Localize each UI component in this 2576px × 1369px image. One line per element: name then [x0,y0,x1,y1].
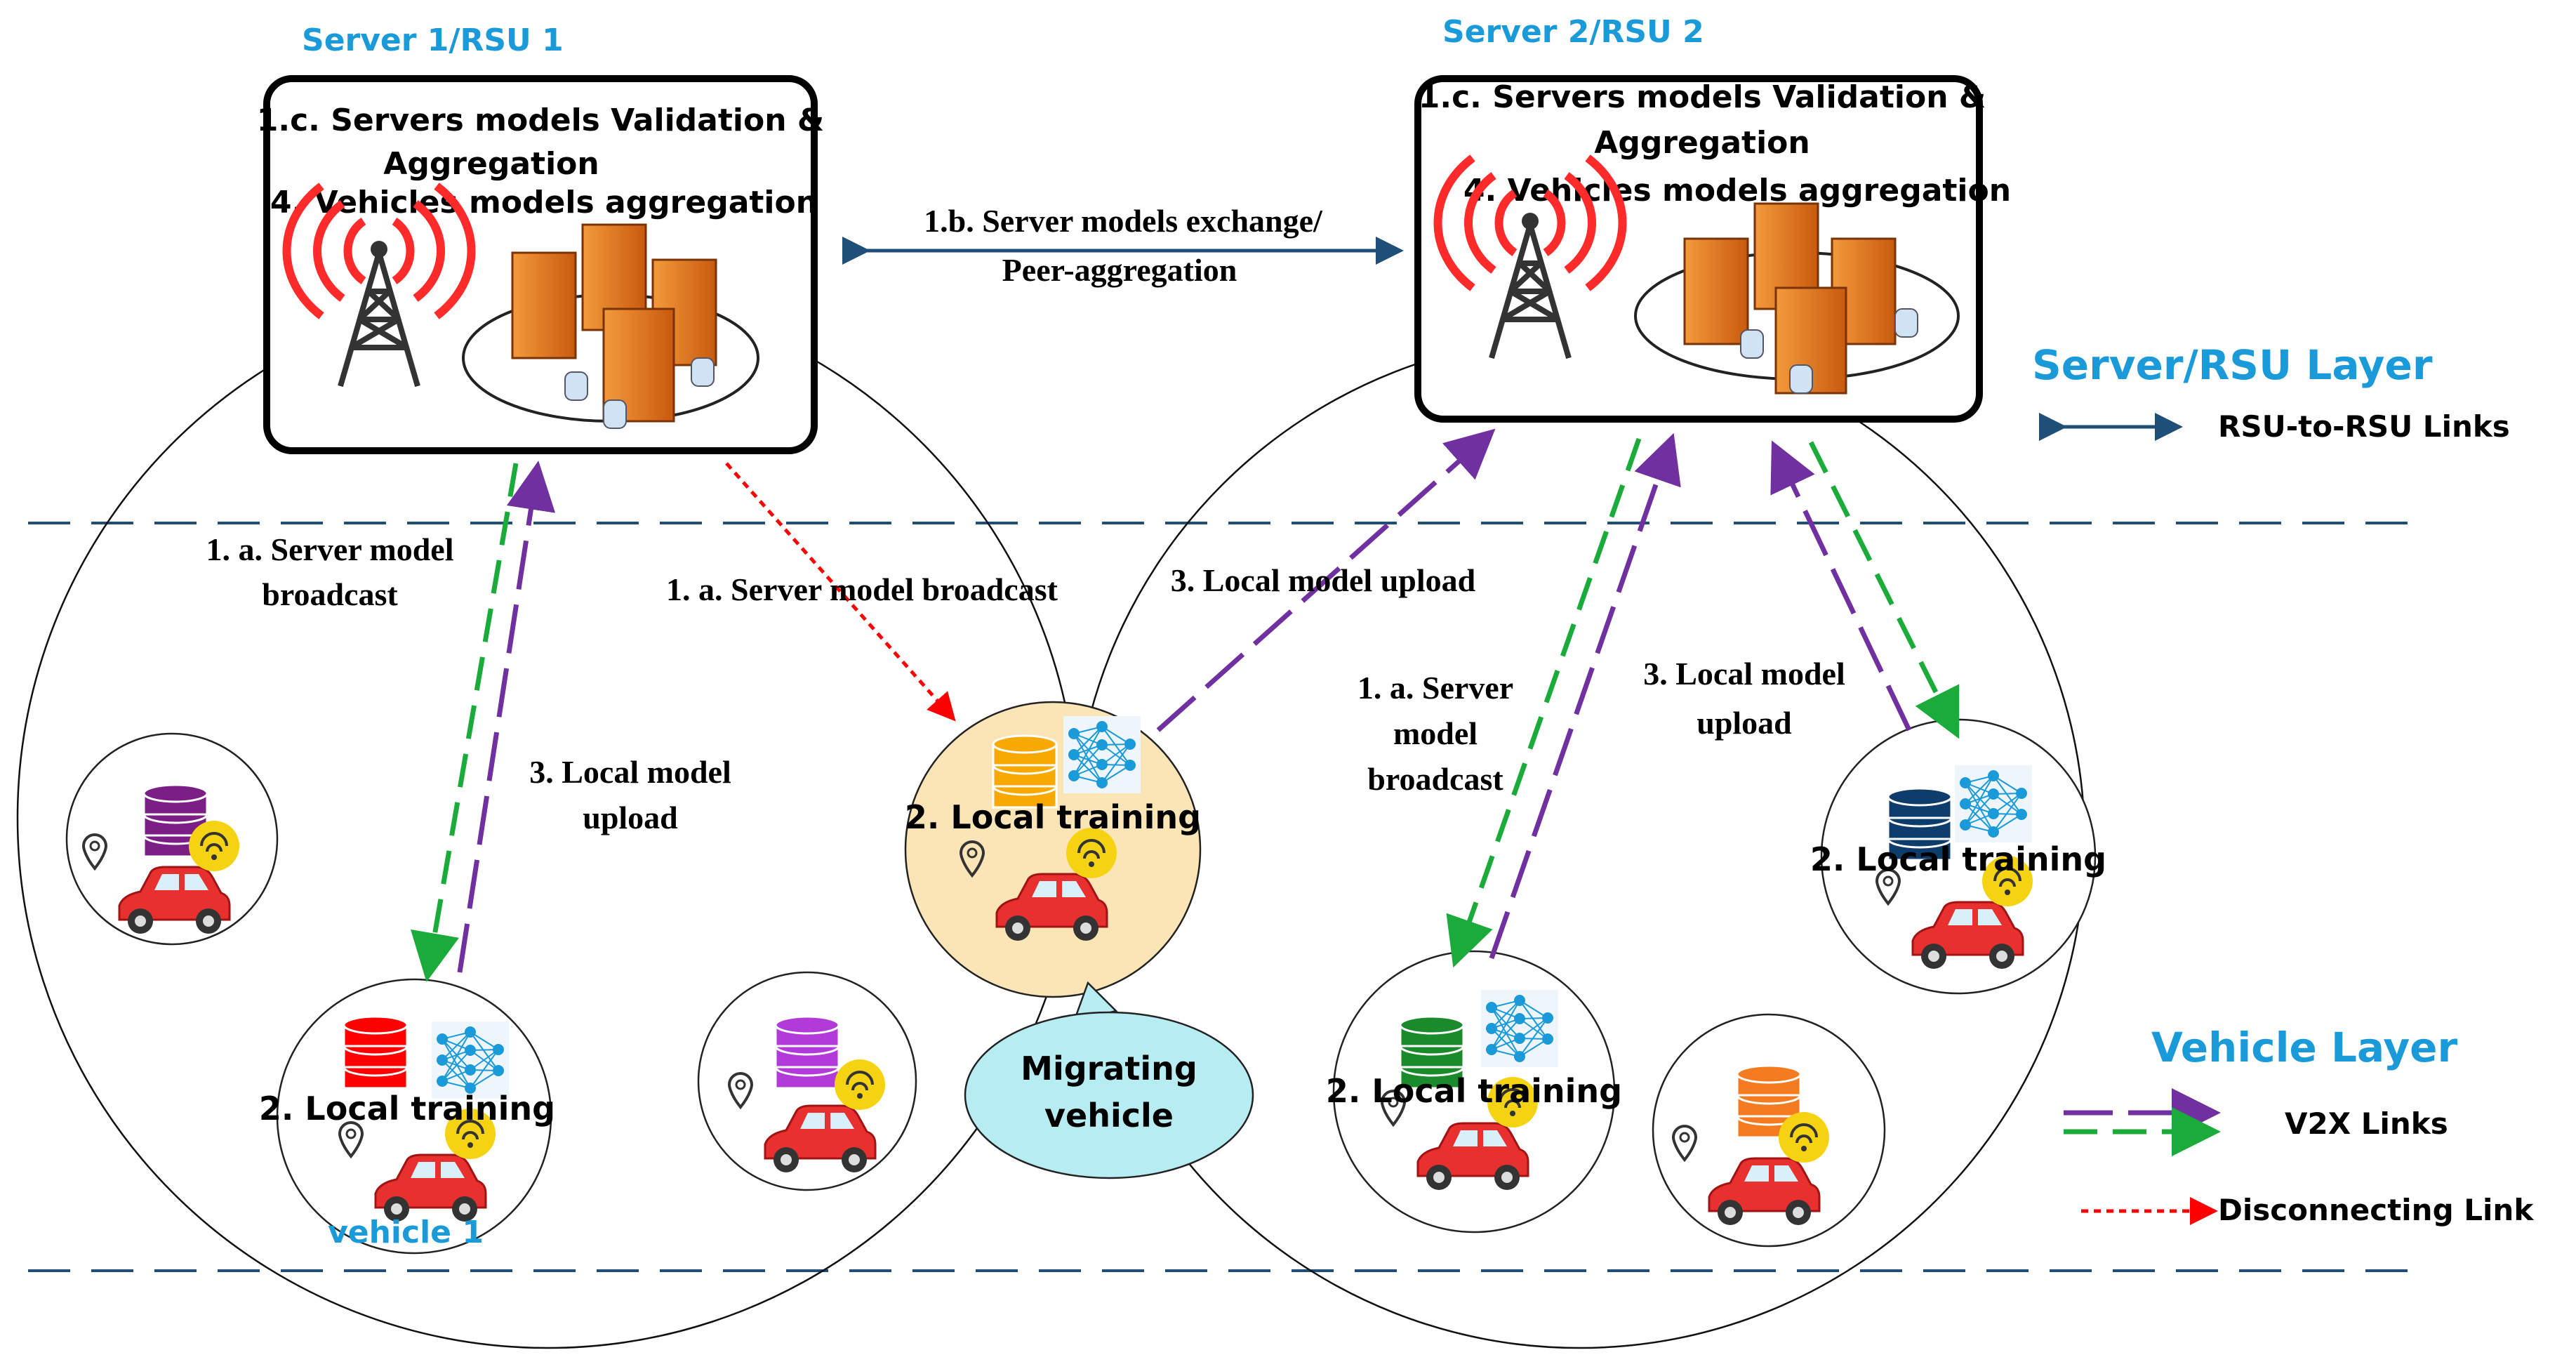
database-icon [774,1015,840,1090]
wifi-badge-icon [1487,1077,1538,1127]
broadcast-arrow-navy [1808,441,1960,739]
local-training-label-migrating: 2. Local training [905,798,1201,836]
server1-line2: Aggregation [383,146,599,182]
broadcast-arrow-vehicle1 [411,463,519,982]
upload-arrow-green [1489,432,1681,960]
car-icon [1671,1112,1829,1225]
car-icon [81,821,239,934]
server2-line1: 1.c. Servers models Validation & [1419,79,1986,115]
server1-title: Server 1/RSU 1 [302,22,564,58]
broadcast-right-line2: model [1393,715,1478,751]
neural-network-layer [432,716,2032,1099]
vehicle-layer-heading: Vehicle Layer [2151,1024,2457,1071]
wifi-badge-icon [445,1109,496,1159]
location-pin-icon [1671,1125,1698,1163]
broadcast-arrow-green [1446,437,1642,968]
database-icon [1399,1015,1465,1090]
upload-mid-label: 3. Local model upload [1171,562,1476,598]
broadcast-right-line1: 1. a. Server [1357,670,1513,706]
upload-left-line2: upload [583,800,678,835]
wifi-badge-icon [835,1059,885,1110]
neural-network-icon [1481,990,1558,1067]
database-icon [1736,1064,1802,1139]
upload-arrow-vehicle1 [457,461,556,973]
database-icon [992,734,1058,809]
wifi-badge-icon [1779,1112,1829,1163]
server2-title: Server 2/RSU 2 [1442,14,1704,50]
server2-line3: 4. Vehicles models aggregation [1463,173,2011,209]
car-icon [959,828,1117,941]
upload-right-line2: upload [1697,705,1792,741]
car-icon [727,1059,885,1172]
local-training-label-navy: 2. Local training [1810,840,2106,878]
location-pin-icon [338,1121,364,1159]
migrating-label-line1: Migrating [1021,1050,1197,1087]
location-pin-icon [727,1072,754,1110]
radio-tower-icon [1433,154,1627,359]
upload-arrow-migrating [1156,428,1496,732]
location-pin-icon [959,840,985,878]
broadcast-mid-label: 1. a. Server model broadcast [666,571,1058,607]
broadcast-left-line2: broadcast [262,576,398,612]
car-icon [1875,856,2033,969]
location-pin-icon [1875,868,1901,906]
local-training-label-vehicle1: 2. Local training [259,1090,555,1127]
legend-rsu-link-label: RSU-to-RSU Links [2218,409,2510,444]
location-pin-icon [81,833,108,871]
upload-right-line1: 3. Local model [1643,656,1845,692]
server-cluster-icon [1634,202,1960,395]
wifi-badge-icon [1066,828,1117,878]
migrating-vehicle-bubble [964,1011,1254,1179]
wifi-badge-icon [189,821,239,871]
legend-disconnect-label: Disconnecting Link [2218,1193,2534,1227]
database-icon [1887,787,1953,861]
wifi-badge-icon [1982,856,2033,906]
car-layer [81,821,2033,1225]
radio-tower-icon [282,183,476,388]
legend-v2x-label: V2X Links [2285,1106,2448,1141]
server1-line3: 4. Vehicles models aggregation [270,185,818,220]
car-icon [338,1109,496,1222]
local-training-label-green: 2. Local training [1326,1072,1622,1110]
server-cluster-icon [462,223,759,429]
exchange-label-line2: Peer-aggregation [1002,252,1237,288]
server-layer-heading: Server/RSU Layer [2032,341,2433,389]
car-icon [1380,1077,1538,1190]
neural-network-icon [432,1021,509,1099]
neural-network-icon [1063,716,1141,793]
database-icon [343,1015,409,1090]
upload-left-line1: 3. Local model [529,754,731,790]
broadcast-right-line3: broadcast [1367,761,1503,797]
database-layer [142,734,1953,1139]
vehicle1-label: vehicle 1 [328,1215,484,1250]
server1-line1: 1.c. Servers models Validation & [257,102,824,138]
upload-arrow-navy [1770,440,1912,732]
broadcast-left-line1: 1. a. Server model [206,531,453,567]
migrating-label-line2: vehicle [1044,1097,1174,1135]
neural-network-icon [1955,765,2032,842]
disconnecting-link-arrow [725,462,956,722]
location-pin-icon [1380,1090,1407,1127]
exchange-label-line1: 1.b. Server models exchange/ [924,203,1323,239]
server2-line2: Aggregation [1594,125,1810,161]
